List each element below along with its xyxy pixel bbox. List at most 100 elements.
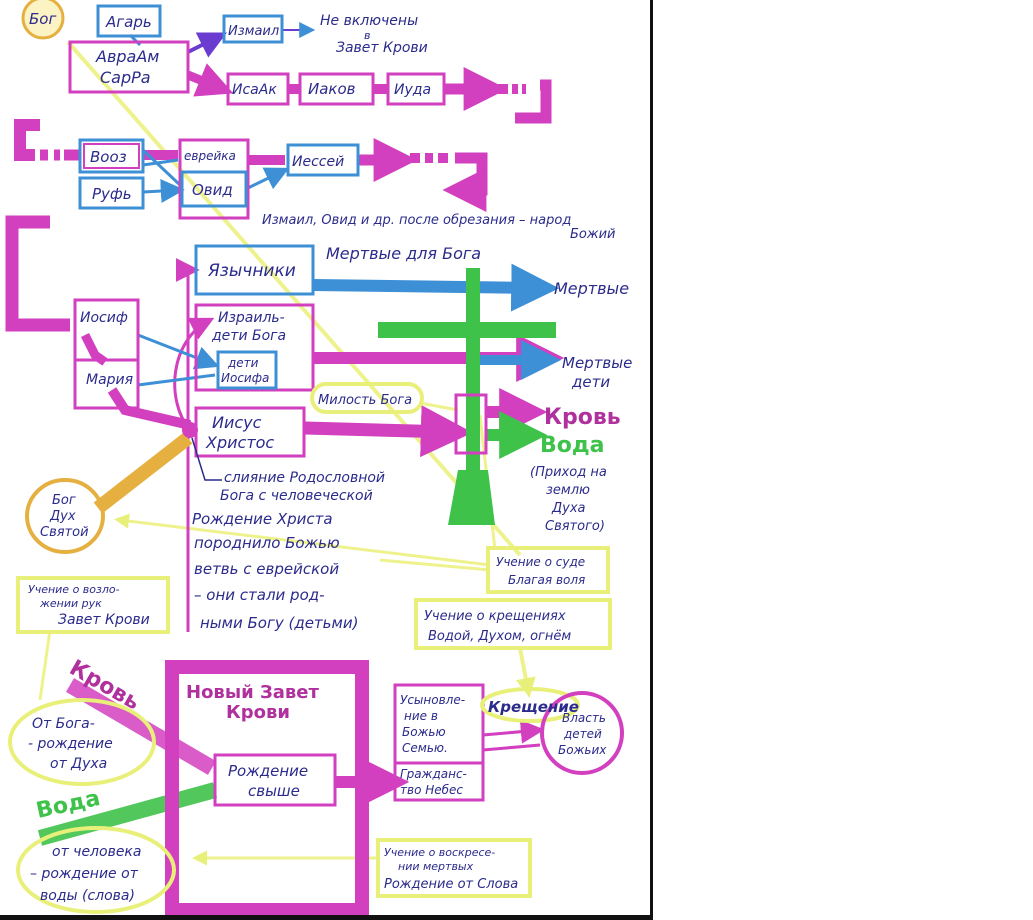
new-covenant-label-2: Крови — [226, 702, 290, 723]
cross-upper-beam — [378, 322, 556, 338]
born-again-label-2: свыше — [248, 782, 300, 800]
isaac-label: ИсаАк — [232, 82, 277, 98]
jewess-label: еврейка — [184, 149, 236, 163]
water-right-label: Вода — [540, 433, 605, 458]
holy-spirit-label-3: Святой — [40, 525, 89, 540]
from-god-label-2: - рождение — [28, 736, 113, 752]
holy-spirit-label-1: Бог — [52, 493, 76, 508]
ishmael-label: Измаил — [228, 24, 279, 39]
birth-christ-label-1: Рождение Христа — [192, 510, 333, 528]
born-again-box — [213, 753, 337, 807]
abraham-to-ishmael-arrow — [187, 32, 228, 58]
judah-box — [386, 72, 446, 106]
row1-hook-right — [515, 79, 552, 124]
adoption-to-power-arrow — [482, 719, 545, 744]
not-included-label-1: Не включены — [320, 13, 418, 29]
power-label-1: Власть — [562, 711, 606, 725]
laying-hands-label-1: Учение о возло- — [28, 583, 120, 596]
from-god-label-1: От Бога- — [32, 716, 95, 732]
jesse-label: Иессей — [292, 154, 344, 170]
jesus-label-1: Иисус — [212, 413, 262, 432]
circumcision-label-1: Измаил, Овид и др. после обрезания – нар… — [262, 213, 571, 228]
merge-label-1: слияние Родословной — [224, 470, 385, 486]
pagans-to-dead-arrow — [312, 263, 560, 312]
page-edge — [650, 0, 653, 920]
abraham-box — [68, 40, 190, 94]
mary-to-children-line — [137, 373, 216, 387]
dead-label: Мертвые — [554, 279, 629, 298]
circumcision-label-2: Божий — [570, 227, 615, 242]
citizenship-label-2: тво Небес — [400, 783, 463, 797]
jesus-box — [194, 406, 306, 458]
ruth-box — [78, 176, 145, 210]
pagans-box — [194, 244, 315, 296]
blood-right-label: Кровь — [544, 405, 621, 430]
citizenship-to-power-arrow — [482, 743, 541, 752]
obed-to-jesse-line — [247, 167, 290, 190]
laying-hands-label-3: Завет Крови — [58, 612, 150, 628]
laying-hands-label-2: жении рук — [39, 597, 102, 610]
god-top-label: Бог — [29, 10, 56, 28]
mercy-to-box-line — [419, 401, 459, 412]
mercy-box — [310, 382, 424, 414]
boaz-box — [78, 138, 145, 174]
cross-base — [448, 470, 495, 525]
dead-children-label-1: Мертвые — [562, 354, 632, 372]
holy-spirit-circle — [25, 478, 105, 554]
not-included-label-3: Завет Крови — [336, 40, 428, 56]
ruth-to-obed-line — [142, 179, 185, 204]
god-to-judgment-line — [66, 40, 522, 557]
israel-label-2: дети Бога — [211, 328, 286, 344]
resurrection-label-1: Учение о воскресе- — [384, 846, 495, 859]
jesse-box — [286, 143, 360, 177]
boxes — [8, 0, 624, 915]
judgment-label-1: Учение о суде — [496, 555, 585, 569]
boaz-to-jewess-blue — [142, 158, 179, 167]
citizenship-label-1: Гражданс- — [400, 767, 467, 781]
baptisms-box — [414, 598, 612, 650]
birth-christ-label-5: ными Богу (детьми) — [200, 614, 358, 632]
power-circle — [540, 691, 624, 775]
birth-christ-label-3: ветвь с еврейской — [194, 560, 339, 578]
from-man-label-3: воды (слова) — [40, 888, 135, 904]
page-bottom-edge — [0, 915, 653, 920]
merge-pointer-line — [191, 437, 222, 481]
purple-arrows — [187, 22, 316, 58]
hagar-box — [96, 4, 162, 38]
row2-hook-left — [14, 119, 40, 161]
adoption-box — [393, 683, 485, 802]
ishmael-box — [222, 14, 284, 44]
row2-hook-right — [442, 152, 488, 212]
labels: Бог Агарь АвраАм СарРа Измаил Не включен… — [28, 10, 632, 904]
new-covenant-label-1: Новый Завет — [186, 682, 320, 703]
resurrection-box — [376, 838, 532, 898]
joseph-label: Иосиф — [80, 310, 128, 326]
laying-hands-down-line — [38, 629, 52, 701]
from-man-label-1: от человека — [52, 844, 141, 860]
green-cross — [37, 268, 556, 846]
new-covenant-box — [165, 660, 369, 915]
holy-spirit-ribbon — [93, 432, 193, 514]
boaz-inner-box — [83, 143, 140, 169]
resurrection-label-2: нии мертвых — [398, 860, 474, 873]
children-joseph-label-1: дети — [227, 356, 259, 370]
adoption-label-3: Божью — [402, 725, 446, 739]
adoption-label-4: Семью. — [402, 741, 448, 755]
judgment-to-text-line — [379, 558, 491, 572]
mary-box — [73, 358, 140, 410]
adoption-label-1: Усыновле- — [400, 693, 465, 707]
jesus-to-cross-arrow — [304, 405, 473, 458]
pagans-label: Язычники — [207, 261, 296, 281]
born-again-label-1: Рождение — [228, 762, 308, 780]
jacob-box — [298, 72, 375, 106]
not-included-label-2: в — [364, 29, 370, 42]
paper-sheet — [0, 0, 650, 920]
joseph-box — [73, 298, 140, 362]
joseph-to-children-line — [137, 333, 220, 370]
blue-lines — [128, 33, 561, 387]
row3-big-hook — [5, 215, 70, 332]
dead-for-god-label: Мертвые для Бога — [326, 244, 481, 263]
judgment-label-2: Благая воля — [508, 573, 585, 587]
power-label-3: Божьих — [558, 743, 607, 757]
israel-box — [194, 303, 315, 392]
